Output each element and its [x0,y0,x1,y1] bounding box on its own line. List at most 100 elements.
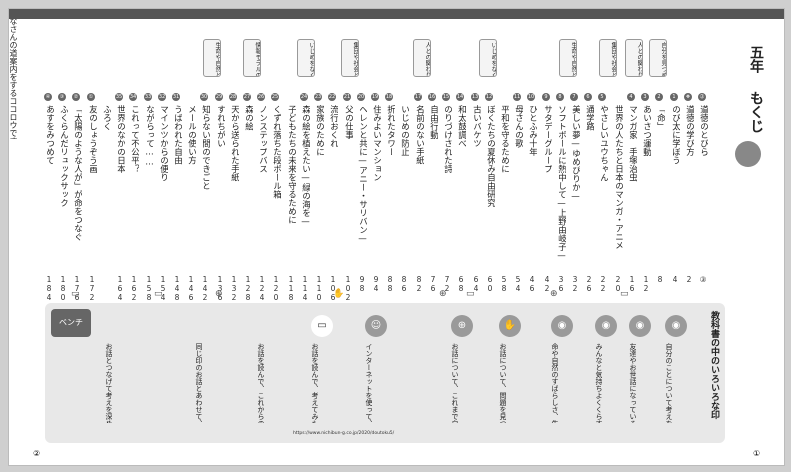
entry-page: 88 [385,275,395,293]
category-tag: 集団や社会と関わって [599,39,617,77]
entry-title: ソフトボールに熱中して—上野由岐子— [557,105,566,261]
entry-number: 15 [442,93,450,101]
entry-number: 26 [257,93,265,101]
computer-icon: ▭ [620,289,629,299]
entry-number: 20 [357,93,365,101]
computer-icon: ▭ [71,289,80,299]
entry-number: 21 [343,93,351,101]
resource-url[interactable]: https://www.nichibun-g.co.jp/2020/doutok… [293,431,395,436]
entry-page: 158 [144,275,154,302]
entry-number: 19 [371,93,379,101]
entry-number: 2 [655,93,663,101]
entry-number: 9 [542,93,550,101]
entry-page: 118 [286,275,296,302]
category-tag: 情報モラルの中で [243,39,261,77]
entry-title: 自由行動 [429,105,438,139]
hand-icon: ✋ [499,315,521,337]
category-tag: 生命や自然と関わって [203,39,221,77]
entry-title: 古いバケツ [472,105,481,148]
entry-page: 2 [684,275,694,284]
entry-number: 27 [243,93,251,101]
category-tag: 集団や社会と関わって [341,39,359,77]
entry-number: 29 [215,93,223,101]
entry-number: 25 [271,93,279,101]
entry-title: くずれ落ちた段ボール箱 [272,105,281,199]
entry-page: 68 [456,275,466,293]
group-discussion-icon: ☺ [365,315,387,337]
entry-page: 142 [200,275,210,302]
entry-page: 172 [87,275,97,302]
category-tag: 自分を見つめて [649,39,667,77]
entry-number: ❖ [684,93,692,101]
entry-title: 天から送られた手紙 [230,105,239,182]
entry-page: 20 [613,275,623,293]
entry-title: 「太陽のような人が」が命をつなぐ [73,105,82,241]
entry-number: 1 [670,93,678,101]
entry-title: 美しい夢—ゆめぴりか— [571,105,580,202]
top-bar [9,9,784,19]
entry-title: 平和を守るために [500,105,509,173]
category-tag: 人との関わりの中で [413,39,431,77]
entry-page: 60 [485,275,495,293]
entry-number: ③ [58,93,66,101]
legend-card-text: 友達やお世話になっている人の気持ちも考えます。 [629,343,636,423]
entry-number: 16 [428,93,436,101]
computer-icon: ▭ [311,315,333,337]
legend-card-text: 自分のことについて考えを深めます。 [665,343,672,423]
entry-title: 家族のために [315,105,324,156]
legend-card-text: お話について、問題を見つけ、よく考えて話し合いましょう。 [499,343,506,423]
entry-title: ノンステップバス [258,105,267,173]
entry-number: 3 [641,93,649,101]
entry-title: 知らない間のできごと [201,105,210,190]
entry-title: 流行おくれ [329,105,338,148]
group-icon: ◉ [595,315,617,337]
entry-page: 114 [300,275,310,302]
search-icon: ⊕ [550,289,558,299]
entry-title: 子どもたちの未来を守るために [287,105,296,224]
entry-page: 106 [328,275,338,302]
entry-page: 4 [670,275,680,284]
legend-card-text: お話について、これまで自分が経験してきたことを生かして考えましょう。 [451,343,458,423]
entry-number: 24 [300,93,308,101]
entry-title: 森の絵 [244,105,253,131]
grade-title: 五年 [748,45,764,73]
entry-page: 120 [271,275,281,302]
entry-title: すれちがい [216,105,225,148]
category-tag: 生命や自然と関わって [559,39,577,77]
entry-title: あすをみつめて [45,105,54,165]
legend-card-text: みんなと気持ちよくくらすことを考えます。 [595,343,602,423]
legend-title: 教科書の中のいろいろな印 [709,311,719,419]
entry-page: 136 [215,275,225,302]
entry-number: 31 [172,93,180,101]
entry-title: ひとふみ十年 [528,105,537,156]
entry-title: のりづけされた詩 [443,105,452,173]
entry-page: 162 [129,275,139,302]
entry-number: ➂ [698,93,706,101]
entry-number: 17 [414,93,422,101]
toc-spread: 五年 もくじ みなさんの道案内をするココロウです。しっかり学んでいきましょう。 … [8,8,785,466]
entry-page: 36 [556,275,566,293]
entry-number: 10 [527,93,535,101]
self-icon: ◉ [665,315,687,337]
entry-page: 94 [371,275,381,293]
entry-title: 住みよいマンション [372,105,381,182]
legend-card-text: 命や自然のすばらしさ、生きる喜びを考えましょう。 [551,343,558,423]
entry-title: ふろく [102,105,111,131]
search-icon: ⊕ [215,289,223,299]
entry-number: 33 [144,93,152,101]
entry-title: これって不公平？ [130,105,139,173]
entry-title: 世界の人たちと日本のマンガ・アニメ [614,105,623,250]
entry-number: 11 [513,93,521,101]
entry-title: やさしいユウちゃん [599,105,608,182]
entry-title: いじめの防止 [400,105,409,156]
legend-card-text: お話を読んで、考えてみたいことです。 [311,343,318,423]
entry-page: 8 [655,275,665,284]
entry-title: うばわれた自由 [173,105,182,165]
entry-title: マンガ家 手塚治虫 [628,105,637,182]
entry-page: 46 [527,275,537,293]
owl-mascot-icon [735,141,761,167]
entry-page: 110 [314,275,324,302]
nature-icon: ◉ [551,315,573,337]
lead-text: みなさんの道案内をするココロウです。しっかり学んでいきましょう。 [9,9,17,139]
entry-number: 30 [200,93,208,101]
